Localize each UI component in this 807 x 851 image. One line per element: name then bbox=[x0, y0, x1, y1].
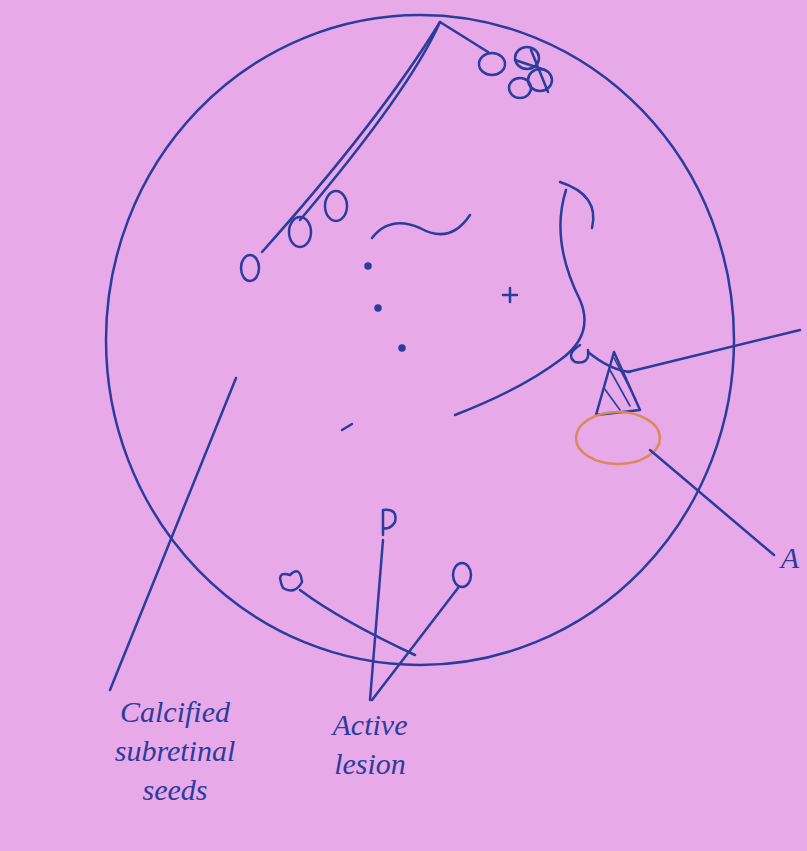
structure-label: Calcified subretinal seeds bbox=[80, 692, 270, 809]
structure-label: A bbox=[778, 538, 802, 577]
structure-label: Active lesion bbox=[300, 705, 440, 783]
fundus-outline bbox=[106, 15, 734, 665]
